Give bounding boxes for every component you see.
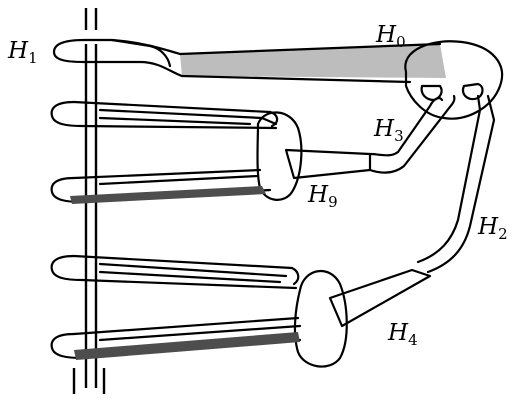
- handle-h4: [52, 256, 430, 367]
- handle-h0: [54, 40, 502, 119]
- label-h0-sub: 0: [396, 33, 406, 51]
- label-h9: H9: [308, 184, 338, 210]
- handle-h2: [418, 96, 494, 272]
- label-h9-sub: 9: [328, 193, 338, 211]
- label-h2: H2: [478, 216, 508, 242]
- label-h9-base: H: [308, 182, 328, 208]
- h9-disc: [258, 112, 302, 199]
- label-h3-base: H: [374, 116, 394, 142]
- label-h2-base: H: [478, 214, 498, 240]
- label-h4-sub: 4: [408, 331, 418, 349]
- label-h3: H3: [374, 118, 404, 144]
- label-h1-base: H: [8, 38, 28, 64]
- label-h4: H4: [388, 322, 418, 348]
- h1-loop: [54, 40, 182, 76]
- label-h1: H1: [8, 40, 38, 66]
- label-h1-sub: 1: [28, 49, 38, 67]
- label-h0: H0: [376, 24, 406, 50]
- label-h2-sub: 2: [498, 225, 508, 243]
- label-h0-base: H: [376, 22, 396, 48]
- label-h3-sub: 3: [394, 127, 404, 145]
- label-h4-base: H: [388, 320, 408, 346]
